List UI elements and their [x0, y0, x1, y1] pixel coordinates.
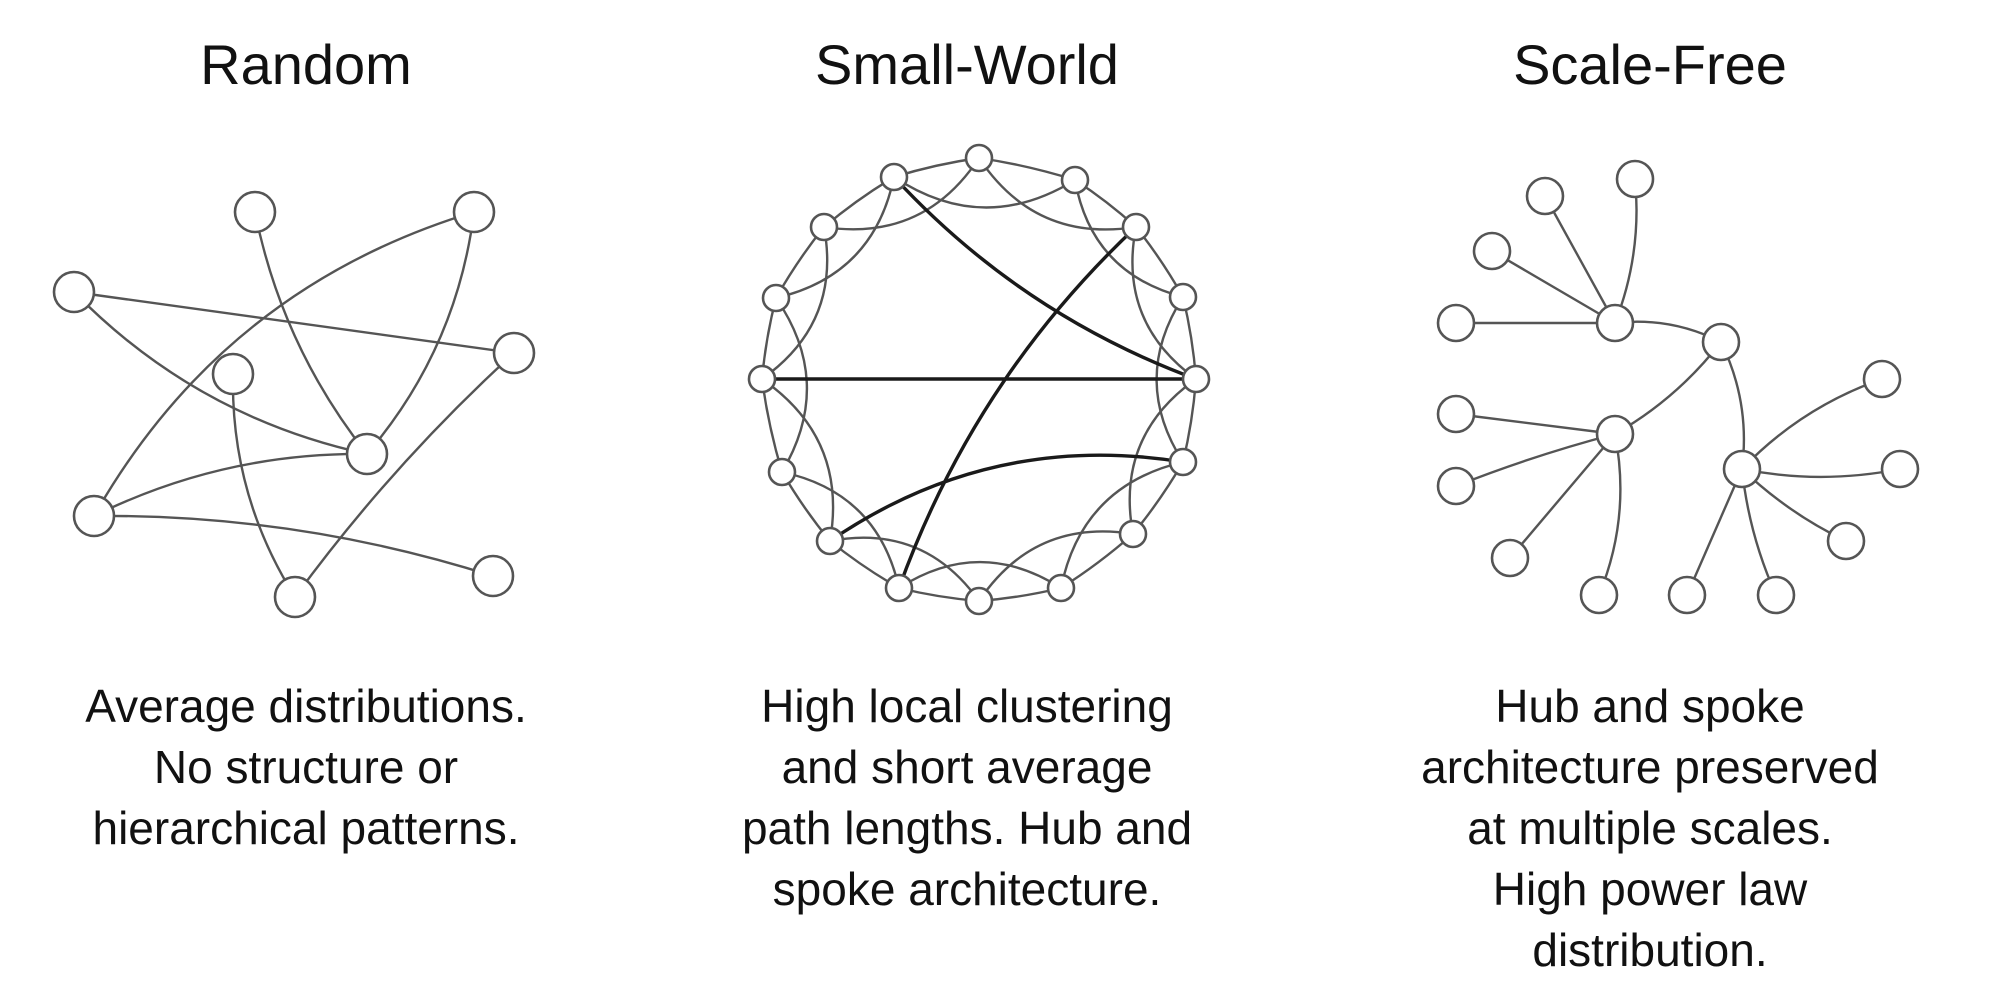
node	[1756, 575, 1796, 615]
edge	[253, 211, 368, 455]
desc-line: at multiple scales.	[1467, 802, 1833, 854]
desc-line: distribution.	[1532, 924, 1768, 976]
edge	[73, 291, 368, 456]
node	[1862, 359, 1902, 399]
edge	[1509, 433, 1616, 559]
node	[964, 586, 994, 616]
node	[767, 457, 797, 487]
edge	[1685, 468, 1744, 596]
edge	[1543, 195, 1617, 324]
edge	[829, 453, 1184, 543]
node	[273, 575, 317, 619]
edge	[761, 226, 829, 380]
node	[52, 270, 96, 314]
edge	[73, 290, 515, 355]
node	[1436, 394, 1476, 434]
node	[492, 331, 536, 375]
edge	[978, 157, 1137, 231]
node	[452, 190, 496, 234]
desc-line: path lengths. Hub and	[741, 802, 1193, 854]
edge	[1613, 178, 1638, 324]
node	[1701, 322, 1741, 362]
edge	[1741, 467, 1901, 479]
scale-free-description: Hub and spoke architecture preserved at …	[1330, 676, 1970, 981]
node	[809, 212, 839, 242]
edge	[897, 225, 1138, 589]
edge	[93, 452, 368, 518]
edge	[1455, 432, 1616, 488]
edge	[978, 530, 1134, 602]
node	[879, 162, 909, 192]
node	[1168, 282, 1198, 312]
edge	[823, 157, 981, 231]
node	[1490, 538, 1530, 578]
desc-line: No structure or	[153, 741, 459, 793]
edge	[781, 470, 901, 589]
node	[1168, 447, 1198, 477]
node	[1118, 519, 1148, 549]
edge	[294, 352, 515, 598]
node	[1121, 212, 1151, 242]
edge	[1131, 226, 1197, 380]
edge	[775, 176, 896, 300]
node	[1181, 364, 1211, 394]
small-world-title: Small-World	[815, 33, 1119, 96]
edge	[231, 373, 297, 598]
edge	[893, 175, 1076, 209]
random-title: Random	[200, 33, 412, 96]
node	[1615, 159, 1655, 199]
edge	[1597, 433, 1622, 596]
desc-line: Average distributions.	[85, 680, 527, 732]
edge	[775, 297, 809, 473]
node	[1436, 303, 1476, 343]
node	[1525, 176, 1565, 216]
node	[1436, 466, 1476, 506]
node	[1595, 303, 1635, 343]
node	[964, 143, 994, 173]
node	[1880, 449, 1920, 489]
node	[72, 494, 116, 538]
edge	[1741, 377, 1883, 470]
edge	[1455, 412, 1616, 436]
edge	[1073, 179, 1184, 299]
edge	[1740, 468, 1778, 596]
node	[884, 573, 914, 603]
node	[1472, 231, 1512, 271]
node	[471, 554, 515, 598]
desc-line: architecture preserved	[1421, 741, 1879, 793]
node	[815, 526, 845, 556]
desc-line: hierarchical patterns.	[92, 802, 520, 854]
edge	[892, 175, 1197, 381]
small-world-description: High local clustering and short average …	[647, 676, 1287, 920]
node	[747, 364, 777, 394]
node	[1722, 449, 1762, 489]
desc-line: and short average	[781, 741, 1153, 793]
node	[1579, 575, 1619, 615]
node	[761, 283, 791, 313]
random-description: Average distributions. No structure or h…	[0, 676, 626, 859]
node	[233, 190, 277, 234]
edge	[1491, 249, 1616, 325]
edge	[1059, 460, 1184, 589]
node	[1046, 573, 1076, 603]
edge	[1614, 341, 1722, 436]
desc-line: High power law	[1492, 863, 1808, 915]
desc-line: High local clustering	[761, 680, 1173, 732]
node	[1667, 575, 1707, 615]
edge	[366, 211, 476, 455]
edge	[898, 560, 1062, 590]
desc-line: spoke architecture.	[772, 863, 1162, 915]
node	[1060, 165, 1090, 195]
edge	[93, 514, 494, 578]
node	[1595, 414, 1635, 454]
node	[345, 432, 389, 476]
node	[211, 352, 255, 396]
edge	[92, 210, 475, 517]
edge	[761, 378, 835, 542]
desc-line: Hub and spoke	[1495, 680, 1805, 732]
edge	[1128, 378, 1197, 535]
scale-free-title: Scale-Free	[1513, 33, 1787, 96]
node	[1826, 521, 1866, 561]
